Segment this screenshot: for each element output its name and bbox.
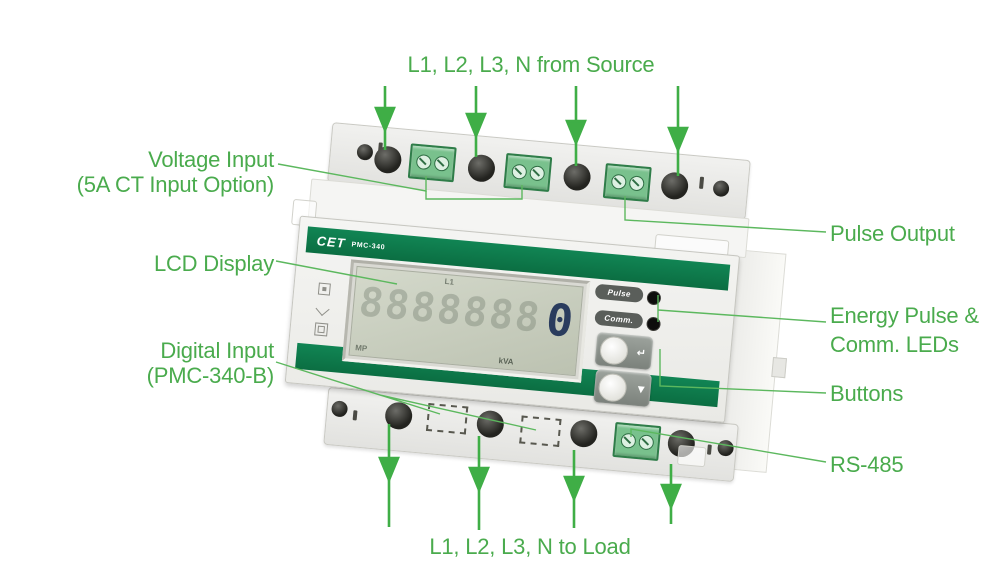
arrowhead-load-2 — [468, 466, 490, 494]
label-leds-line2: Comm. LEDs — [830, 332, 959, 357]
arrowhead-load-1 — [378, 456, 400, 484]
arrowhead-source-4 — [667, 126, 689, 154]
connector-rs485 — [630, 428, 827, 463]
arrowhead-load-3 — [563, 475, 585, 503]
connector-digital-input — [275, 361, 537, 431]
connector-voltage-input-1 — [277, 163, 427, 192]
label-load: L1, L2, L3, N to Load — [429, 534, 631, 559]
label-energy-pulse-comm-leds: Energy Pulse & Comm. LEDs — [830, 301, 979, 359]
connector-pulse-output — [624, 196, 827, 233]
label-digital-input-line1: Digital Input — [160, 338, 274, 363]
label-pulse-output: Pulse Output — [830, 221, 955, 246]
connector-lcd-display — [275, 260, 398, 285]
label-digital-input: Digital Input (PMC-340-B) — [58, 338, 275, 388]
arrowhead-source-3 — [565, 119, 587, 147]
label-voltage-input-line2: (5A CT Input Option) — [76, 172, 275, 197]
label-source: L1, L2, L3, N from Source — [407, 52, 655, 77]
connector-leds — [657, 295, 827, 323]
arrowhead-source-1 — [374, 106, 396, 134]
label-buttons: Buttons — [830, 381, 904, 406]
arrowhead-source-2 — [465, 112, 487, 140]
connector-voltage-input-2 — [425, 185, 523, 200]
label-leds-line1: Energy Pulse & — [830, 303, 979, 328]
label-rs485: RS-485 — [830, 452, 904, 477]
label-voltage-input-line1: Voltage Input — [148, 147, 274, 172]
label-voltage-input: Voltage Input (5A CT Input Option) — [58, 147, 275, 197]
arrowhead-load-4 — [660, 483, 682, 511]
label-lcd-display: LCD Display — [153, 251, 274, 276]
label-digital-input-line2: (PMC-340-B) — [146, 363, 275, 388]
connector-buttons — [659, 349, 827, 394]
